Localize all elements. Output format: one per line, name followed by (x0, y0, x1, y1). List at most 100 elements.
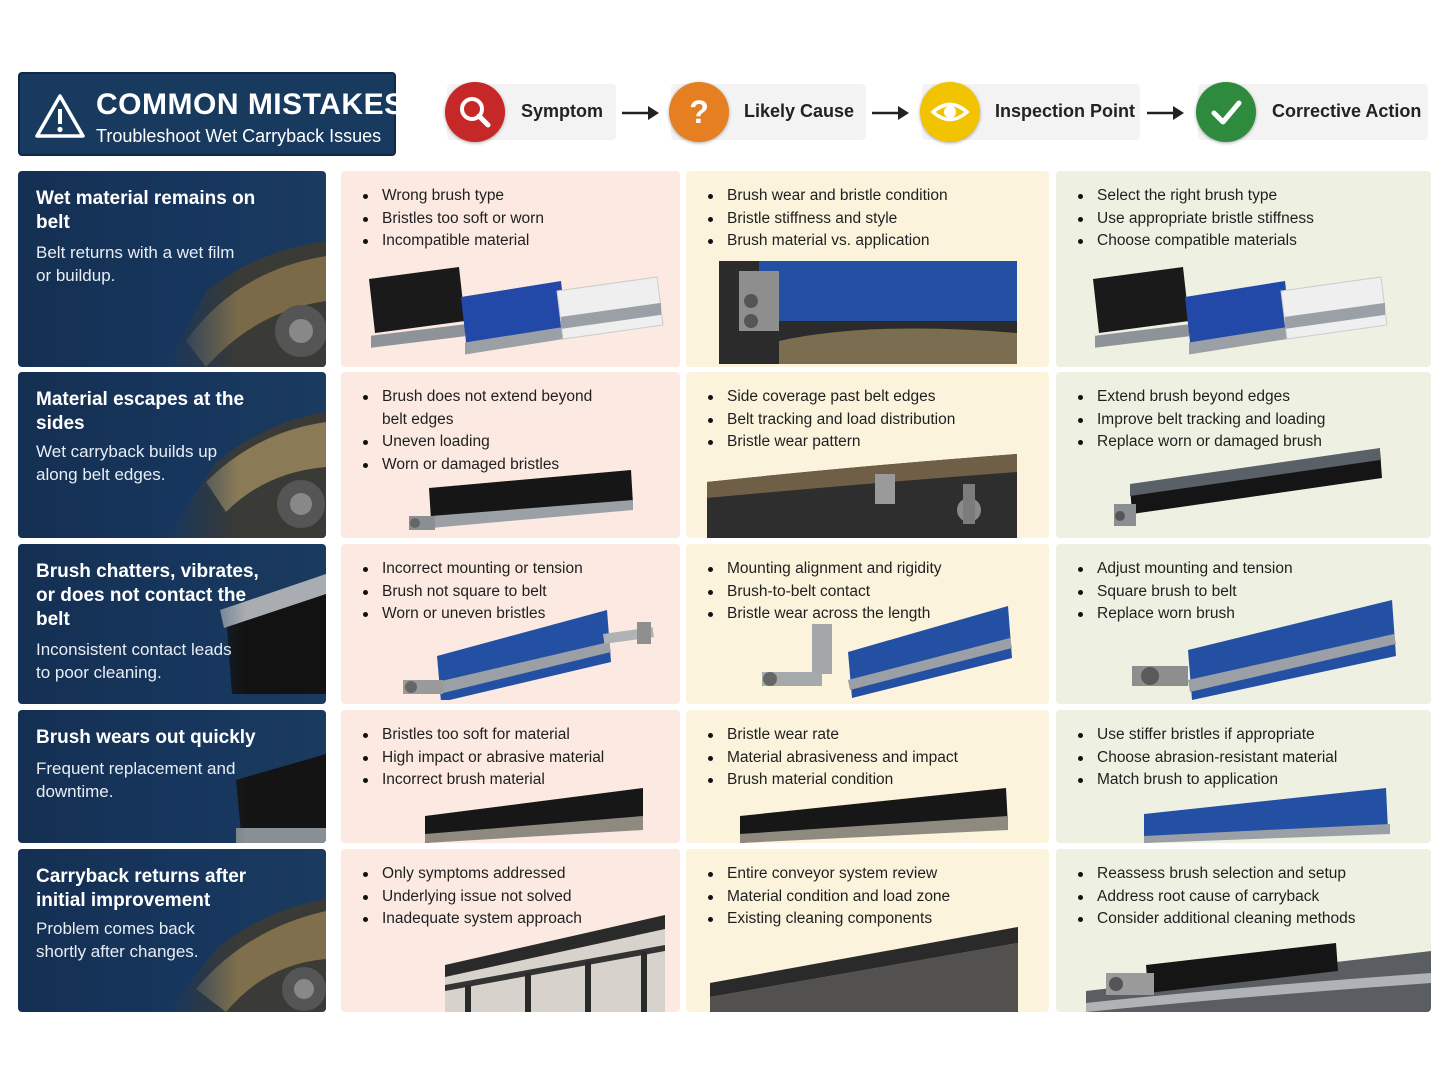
symptom-item: Worn or uneven bristles (363, 603, 583, 626)
warning-triangle-icon (35, 94, 85, 138)
worn-brush-photo (166, 710, 326, 843)
legend-inspection-point-label: Inspection Point (995, 101, 1136, 121)
inspection-cell: Side coverage past belt edges Belt track… (686, 372, 1049, 538)
worn-brush-image (425, 788, 643, 843)
mounting-alignment-image (762, 606, 1012, 698)
inspection-cell: Mounting alignment and rigidity Brush-to… (686, 544, 1049, 704)
adjusted-brush-image (1132, 600, 1396, 700)
page-subtitle: Troubleshoot Wet Carryback Issues (96, 126, 382, 146)
conveyor-belt-photo (166, 372, 326, 538)
eye-icon (920, 82, 980, 142)
problem-card: Carryback returns after initial improvem… (18, 849, 326, 1012)
symptom-cell: Incorrect mounting or tension Brush not … (341, 544, 680, 704)
legend-corrective-action: Corrective Action (1196, 82, 1428, 142)
legend-symptom: Symptom (445, 82, 616, 142)
problem-description: Problem comes back shortly after changes… (36, 919, 199, 961)
symptom-item: Brush does not extend beyond (363, 386, 592, 409)
mounted-brush-image (403, 610, 654, 700)
symptom-item: Incorrect mounting or tension (363, 558, 583, 581)
action-item: Reassess brush selection and setup (1078, 863, 1356, 886)
action-cell: Select the right brush type Use appropri… (1056, 171, 1431, 367)
problem-card: Brush chatters, vibrates, or does not co… (18, 544, 326, 704)
symptom-cell: Bristles too soft for material High impa… (341, 710, 680, 843)
action-cell: Use stiffer bristles if appropriate Choo… (1056, 710, 1431, 843)
question-mark-icon: ? (669, 82, 729, 142)
action-cell: Adjust mounting and tension Square brush… (1056, 544, 1431, 704)
brush-closeup-photo (166, 544, 326, 704)
side-brush-image (409, 470, 633, 530)
symptom-item: Bristles too soft for material (363, 724, 604, 747)
arrow-right-icon (872, 106, 909, 120)
problem-description: Belt returns with a wet film or buildup. (36, 243, 235, 285)
conveyor-structure-image (445, 915, 665, 1012)
legend-inspection-point: Inspection Point (920, 82, 1140, 142)
legend-likely-cause-label: Likely Cause (744, 101, 855, 121)
cleaning-system-image (1086, 943, 1431, 1012)
conveyor-system-image (710, 927, 1018, 1012)
action-item: Match brush to application (1078, 769, 1337, 792)
inspection-item: Material condition and load zone (708, 886, 950, 909)
inspection-item: Bristle stiffness and style (708, 208, 948, 231)
conveyor-belt-photo (166, 171, 326, 367)
symptom-item: Brush not square to belt (363, 581, 583, 604)
problem-description: Frequent replacement and downtime. (36, 759, 236, 801)
inspection-item: Existing cleaning components (708, 908, 950, 931)
action-item: Choose abrasion-resistant material (1078, 747, 1337, 770)
inspection-cell: Bristle wear rate Material abrasiveness … (686, 710, 1049, 843)
action-item: Square brush to belt (1078, 581, 1293, 604)
legend-symptom-label: Symptom (521, 101, 604, 121)
inspection-item: Brush material condition (708, 769, 958, 792)
legend-corrective-action-label: Corrective Action (1272, 101, 1422, 121)
legend-likely-cause: ? Likely Cause (669, 82, 866, 142)
inspection-cell: Brush wear and bristle condition Bristle… (686, 171, 1049, 367)
brush-inspection-photo (719, 261, 1017, 364)
brush-samples-image (369, 267, 664, 355)
inspection-item: Material abrasiveness and impact (708, 747, 958, 770)
inspection-item: Bristle wear across the length (708, 603, 942, 626)
inspection-item: Side coverage past belt edges (708, 386, 955, 409)
action-cell: Reassess brush selection and setup Addre… (1056, 849, 1431, 1012)
problem-description: Inconsistent contact leads to poor clean… (36, 640, 232, 682)
inspection-item: Brush wear and bristle condition (708, 185, 948, 208)
page-title: COMMON MISTAKES (96, 88, 405, 121)
problem-title: Wet material remains on belt (36, 188, 256, 233)
symptom-item: Bristles too soft or worn (363, 208, 544, 231)
symptom-item: Uneven loading (363, 431, 592, 454)
arrow-right-icon (622, 106, 659, 120)
inspection-item: Belt tracking and load distribution (708, 409, 955, 432)
symptom-item: Wrong brush type (363, 185, 544, 208)
symptom-cell: Only symptoms addressed Underlying issue… (341, 849, 680, 1012)
worn-brush-image (740, 788, 1008, 843)
action-item: Use appropriate bristle stiffness (1078, 208, 1314, 231)
problem-card: Wet material remains on belt Belt return… (18, 171, 326, 367)
checkmark-icon (1196, 82, 1256, 142)
problem-card: Material escapes at the sides Wet carryb… (18, 372, 326, 538)
problem-description: Wet carryback builds up along belt edges… (36, 442, 218, 484)
svg-text:?: ? (689, 94, 709, 130)
inspection-item: Brush-to-belt contact (708, 581, 942, 604)
magnifier-icon (445, 82, 505, 142)
inspection-item: Entire conveyor system review (708, 863, 950, 886)
conveyor-belt-photo (166, 849, 326, 1012)
action-item: Extend brush beyond edges (1078, 386, 1325, 409)
symptom-item: Incompatible material (363, 230, 544, 253)
action-item: Replace worn or damaged brush (1078, 431, 1325, 454)
symptom-item: Only symptoms addressed (363, 863, 582, 886)
belt-edge-photo (707, 454, 1017, 538)
problem-card: Brush wears out quickly Frequent replace… (18, 710, 326, 843)
stiff-brush-image (1144, 788, 1390, 843)
inspection-item: Mounting alignment and rigidity (708, 558, 942, 581)
symptom-item: Underlying issue not solved (363, 886, 582, 909)
action-item: Improve belt tracking and loading (1078, 409, 1325, 432)
action-cell: Extend brush beyond edges Improve belt t… (1056, 372, 1431, 538)
action-item: Replace worn brush (1078, 603, 1293, 626)
symptom-item: Worn or damaged bristles (363, 454, 592, 477)
action-item: Address root cause of carryback (1078, 886, 1356, 909)
inspection-cell: Entire conveyor system review Material c… (686, 849, 1049, 1012)
action-item: Choose compatible materials (1078, 230, 1314, 253)
action-item: Consider additional cleaning methods (1078, 908, 1356, 931)
action-item: Adjust mounting and tension (1078, 558, 1293, 581)
problem-title: Brush chatters, vibrates, or does not co… (36, 561, 259, 630)
action-item: Select the right brush type (1078, 185, 1314, 208)
